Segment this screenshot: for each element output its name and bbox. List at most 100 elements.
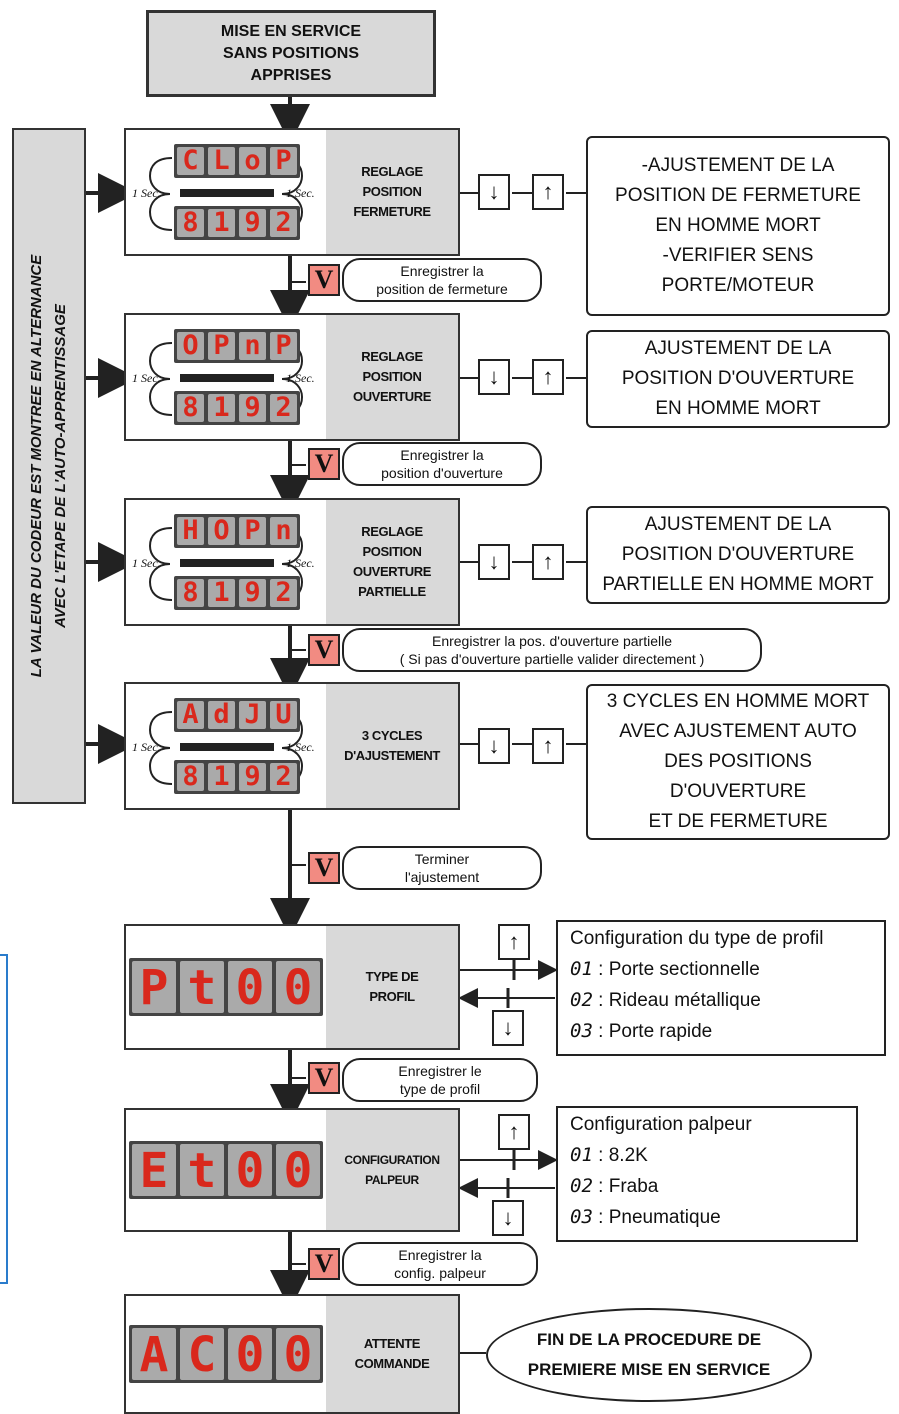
digit: 1	[208, 209, 235, 237]
validate-button[interactable]: V	[308, 448, 340, 480]
sec-label-left: 1 Sec.	[132, 371, 161, 385]
digit: 8	[177, 394, 204, 422]
digit: A	[177, 701, 204, 729]
step-sensor: E t 0 0 CONFIGURATION PALPEUR	[124, 1108, 460, 1232]
side-note-text: LA VALEUR DU CODEUR EST MONTREE EN ALTER…	[28, 254, 69, 678]
down-button[interactable]: ↓	[492, 1010, 524, 1046]
digit: n	[270, 517, 297, 545]
option-row: 03 : Porte rapide	[570, 1020, 713, 1042]
validate-button[interactable]: V	[308, 1248, 340, 1280]
digit: 2	[270, 209, 297, 237]
step-profile: P t 0 0 TYPE DE PROFIL	[124, 924, 460, 1050]
up-button[interactable]: ↑	[532, 544, 564, 580]
digit: 0	[276, 1328, 320, 1382]
digit: 8	[177, 579, 204, 607]
option-row: 01 : 8.2K	[570, 1144, 648, 1166]
sec-label-right: 1 Sec.	[286, 371, 315, 385]
digit: J	[239, 701, 266, 729]
digit: 1	[208, 763, 235, 791]
option-row: 03 : Pneumatique	[570, 1206, 721, 1228]
step-3: 1 Sec. 1 Sec. H O P n 8 1 9 2 REGLAGE PO…	[124, 498, 460, 626]
digit: P	[270, 147, 297, 175]
sec-label-left: 1 Sec.	[132, 186, 161, 200]
down-button[interactable]: ↓	[478, 544, 510, 580]
up-button[interactable]: ↑	[532, 359, 564, 395]
digit: A	[132, 1328, 176, 1382]
digit: o	[239, 147, 266, 175]
step-display-area: 1 Sec. 1 Sec. C L o P 8 1 9 2	[126, 130, 326, 254]
step-final: A C 0 0 ATTENTE COMMANDE	[124, 1294, 460, 1414]
digit: 2	[270, 579, 297, 607]
start-title: MISE EN SERVICE SANS POSITIONS APPRISES	[220, 22, 362, 84]
digit: C	[177, 147, 204, 175]
digit: H	[177, 517, 204, 545]
digit: 0	[276, 961, 320, 1015]
digit: P	[208, 332, 235, 360]
step-info-box: AJUSTEMENT DE LA POSITION D'OUVERTURE EN…	[586, 330, 890, 428]
down-button[interactable]: ↓	[478, 174, 510, 210]
step-info-box: 3 CYCLES EN HOMME MORT AVEC AJUSTEMENT A…	[586, 684, 890, 840]
validate-button[interactable]: V	[308, 852, 340, 884]
confirm-pill: Enregistrer la position de fermeture	[342, 258, 542, 302]
sensor-config-title: Configuration palpeur	[570, 1114, 752, 1135]
digit: 8	[177, 763, 204, 791]
down-button[interactable]: ↓	[492, 1200, 524, 1236]
display-value: 8 1 9 2	[174, 576, 300, 610]
digit: 0	[228, 1144, 272, 1198]
up-button[interactable]: ↑	[532, 174, 564, 210]
digit: 9	[239, 579, 266, 607]
profile-config-title: Configuration du type de profil	[570, 928, 824, 949]
digit: d	[208, 701, 235, 729]
profile-config-box: Configuration du type de profil 01 : Por…	[556, 920, 886, 1056]
digit: U	[270, 701, 297, 729]
sec-label-right: 1 Sec.	[286, 556, 315, 570]
digit: 0	[276, 1144, 320, 1198]
option-row: 02 : Rideau métallique	[570, 989, 761, 1011]
up-button[interactable]: ↑	[498, 1114, 530, 1150]
display-code: O P n P	[174, 329, 300, 363]
digit: P	[239, 517, 266, 545]
display-value: 8 1 9 2	[174, 760, 300, 794]
sec-label-left: 1 Sec.	[132, 556, 161, 570]
sec-label-right: 1 Sec.	[286, 186, 315, 200]
digit: O	[208, 517, 235, 545]
step-info-box: AJUSTEMENT DE LA POSITION D'OUVERTURE PA…	[586, 506, 890, 604]
step-label: REGLAGE POSITION OUVERTURE	[326, 315, 458, 439]
up-button[interactable]: ↑	[532, 728, 564, 764]
digit: 1	[208, 394, 235, 422]
validate-button[interactable]: V	[308, 1062, 340, 1094]
validate-button[interactable]: V	[308, 264, 340, 296]
validate-button[interactable]: V	[308, 634, 340, 666]
digit: E	[132, 1144, 176, 1198]
digit: 2	[270, 763, 297, 791]
digit: P	[270, 332, 297, 360]
selection-frame	[0, 954, 8, 1284]
display-value: 8 1 9 2	[174, 391, 300, 425]
step-label: REGLAGE POSITION OUVERTURE PARTIELLE	[326, 500, 458, 624]
down-button[interactable]: ↓	[478, 359, 510, 395]
digit: 2	[270, 394, 297, 422]
digit: O	[177, 332, 204, 360]
digit: t	[180, 1144, 224, 1198]
confirm-pill: Enregistrer la config. palpeur	[342, 1242, 538, 1286]
sec-label-right: 1 Sec.	[286, 740, 315, 754]
digit: C	[180, 1328, 224, 1382]
digit: 0	[228, 961, 272, 1015]
end-oval: FIN DE LA PROCEDURE DE PREMIERE MISE EN …	[486, 1308, 812, 1402]
display-code: C L o P	[174, 144, 300, 178]
digit: P	[132, 961, 176, 1015]
side-note: LA VALEUR DU CODEUR EST MONTREE EN ALTER…	[12, 128, 86, 804]
digit: 0	[228, 1328, 272, 1382]
digit: 9	[239, 763, 266, 791]
sensor-config-box: Configuration palpeur 01 : 8.2K 02 : Fra…	[556, 1106, 858, 1242]
display-code: A d J U	[174, 698, 300, 732]
confirm-pill: Enregistrer le type de profil	[342, 1058, 538, 1102]
step-label: 3 CYCLES D'AJUSTEMENT	[326, 684, 458, 808]
down-button[interactable]: ↓	[478, 728, 510, 764]
step-display-area: 1 Sec. 1 Sec. A d J U 8 1 9 2	[126, 684, 326, 808]
up-button[interactable]: ↑	[498, 924, 530, 960]
step-label: TYPE DE PROFIL	[326, 926, 458, 1048]
start-box: MISE EN SERVICE SANS POSITIONS APPRISES	[146, 10, 436, 97]
step-1: 1 Sec. 1 Sec. C L o P 8 1 9 2 REGLAGE PO…	[124, 128, 460, 256]
